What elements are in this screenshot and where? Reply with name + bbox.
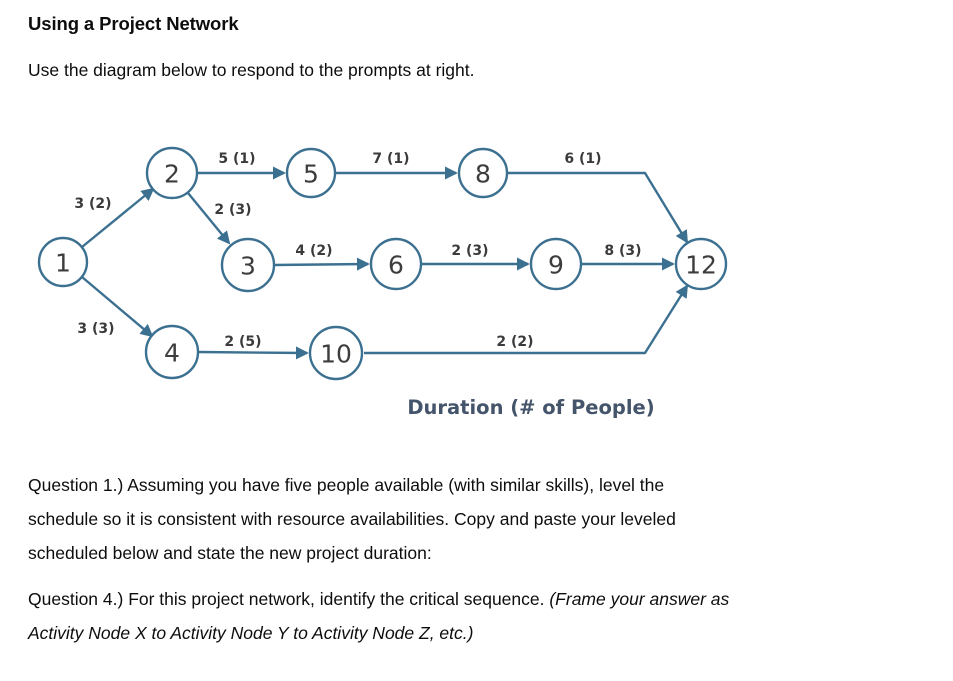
edge-label-1-4: 3 (3) (77, 321, 114, 337)
svg-text:4: 4 (164, 339, 180, 368)
svg-text:3: 3 (240, 252, 256, 281)
svg-text:12: 12 (685, 251, 717, 280)
edge-label-3-6: 4 (2) (295, 243, 332, 259)
node-8: 8 (457, 147, 509, 199)
edge-10-12 (364, 284, 689, 355)
diagram-caption: Duration (# of People) (407, 396, 654, 419)
edge-1-4 (81, 276, 154, 338)
edge-label-2-3: 2 (3) (214, 202, 251, 218)
edge-label-1-2: 3 (2) (74, 196, 111, 212)
edge-4-10 (197, 346, 309, 360)
node-9: 9 (529, 237, 583, 291)
edge-label-9-12: 8 (3) (604, 243, 641, 259)
intro-text: Use the diagram below to respond to the … (28, 60, 475, 80)
svg-text:9: 9 (548, 251, 564, 280)
svg-text:6: 6 (388, 251, 404, 280)
edges-layer: 3 (2) 3 (3) 5 (1) 2 (3) 7 (1) 4 (2) 2 (3) 8 (3)… (74, 151, 689, 360)
edge-label-6-9: 2 (3) (451, 243, 488, 259)
svg-text:8: 8 (475, 160, 491, 189)
edge-label-5-8: 7 (1) (372, 151, 409, 167)
question-1: Question 1.) Assuming you have five peop… (28, 475, 676, 563)
node-2: 2 (145, 146, 199, 200)
question-4: Question 4.) For this project network, i… (28, 589, 730, 643)
svg-text:1: 1 (55, 249, 71, 278)
node-10: 10 (308, 325, 364, 381)
edge-2-3 (187, 192, 231, 245)
node-1: 1 (37, 236, 89, 288)
edge-3-6 (273, 257, 370, 271)
svg-text:2: 2 (164, 160, 180, 189)
svg-text:10: 10 (320, 340, 352, 369)
edge-label-8-12: 6 (1) (564, 151, 601, 167)
node-12: 12 (674, 237, 728, 291)
edge-1-2 (81, 187, 155, 248)
node-3: 3 (220, 237, 276, 293)
node-4: 4 (144, 324, 200, 380)
edge-label-10-12: 2 (2) (496, 334, 533, 350)
svg-text:5: 5 (303, 160, 319, 189)
edge-label-2-5: 5 (1) (218, 151, 255, 167)
node-5: 5 (285, 147, 337, 199)
edge-8-12 (507, 171, 689, 244)
edge-label-4-10: 2 (5) (224, 334, 261, 350)
questions-section: Question 1.) Assuming you have five peop… (28, 468, 729, 650)
node-6: 6 (369, 237, 423, 291)
project-network-diagram: 3 (2) 3 (3) 5 (1) 2 (3) 7 (1) 4 (2) 2 (3) 8 (3)… (37, 146, 728, 419)
page-title: Using a Project Network (28, 13, 239, 34)
